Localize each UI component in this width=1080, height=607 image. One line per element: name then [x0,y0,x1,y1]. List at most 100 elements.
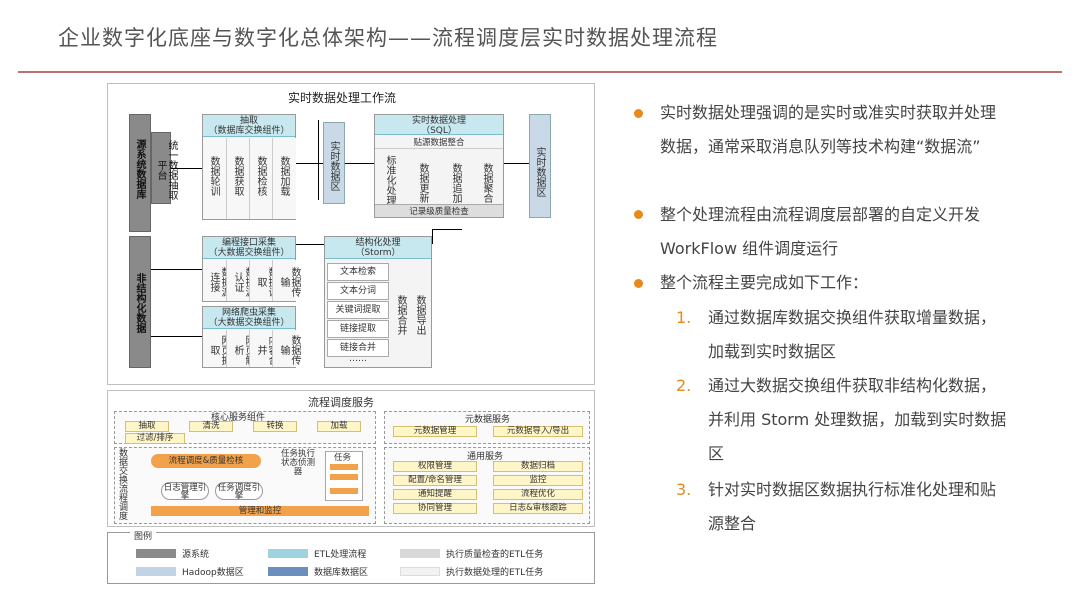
core-item: 转换 [253,421,297,432]
general-service: 通用服务 权限管理 数据归档 配置/命名管理 监控 通知提醒 流程优化 协同管理… [384,447,590,524]
meta-item: 元数据导入/导出 [493,426,583,437]
storm-item: 关键词提取 [327,301,389,319]
core-item: 过滤/排序 [125,433,185,444]
bullet-text: 整个流程主要完成如下工作： [660,273,869,292]
task-label: 任务 [334,453,352,463]
general-item: 流程优化 [493,489,583,500]
core-item: 抽取 [125,421,169,432]
unstructured-data: 非结构化数据 [129,236,151,368]
bullet-text: 整个处理流程由流程调度层部署的自定义开发 WorkFlow 组件调度运行 [660,205,981,258]
realtime-zone-left: 实时数据区 [323,122,345,204]
general-item: 通知提醒 [393,489,477,500]
arrow [345,163,374,164]
arrow [171,168,202,169]
legend-swatch [400,549,440,558]
service-title: 流程调度服务 [308,396,374,409]
legend-label: 执行数据处理的ETL任务 [446,568,544,578]
arrow [432,229,462,230]
general-item: 监控 [493,475,583,486]
general-item: 日志&审核跟踪 [493,503,583,514]
storm-box: 结构化处理（Storm） 文本检索 文本分词 关键词提取 链接提取 链接合并 …… [324,236,432,368]
task-executor: 任务执行状态侦测器 [281,449,316,477]
diagram-title: 实时数据处理工作流 [288,91,397,105]
arrow [318,120,319,200]
log-engine: 日志管理引擎 [161,482,209,500]
unstructured-label: 非结构化数据 [134,273,145,333]
general-item: 数据归档 [493,461,583,472]
sql-col: 标准化处理 [384,155,395,205]
arrow [504,163,529,164]
extract-col: 数据获取 [232,156,243,196]
api-col: 数据源认证 [232,267,254,297]
exchange-scheduler: 数据交换流程调度 流程调度&质量检核 日志管理引擎 任务调度引擎 任务执行状态侦… [114,447,376,524]
arrow [296,163,323,164]
sql-col: 数据追加 [450,163,461,203]
unified-label: 统一数据抽取平台 [155,139,177,200]
task-engine: 任务调度引擎 [215,482,263,500]
general-title: 通用服务 [467,452,504,462]
storm-merge: 数据合并 [395,295,406,335]
page-title: 企业数字化底座与数字化总体架构——流程调度层实时数据处理流程 [58,26,718,50]
sql-col: 数据聚合 [481,163,492,203]
realtime-zone-right: 实时数据区 [529,114,551,218]
title-divider [18,71,1062,73]
metadata-service: 元数据服务 元数据管理 元数据导入/导出 [384,411,590,444]
legend: 图例 源系统 ETL处理流程 执行质量检查的ETL任务 Hadoop数据区 数据… [107,529,595,584]
arrow [151,269,202,270]
crawler-col: 数据传输 [278,334,300,365]
storm-item: …… [349,354,367,364]
crawler-header: 网络爬虫采集（大数据交换组件） [203,307,295,329]
legend-label: Hadoop数据区 [182,568,244,578]
legend-swatch [136,567,176,576]
core-item: 加载 [317,421,361,432]
sql-box: 实时数据处理（SQL） 贴源数据整合 标准化处理 数据更新 数据追加 数据聚合 … [374,114,504,218]
realtime-left-label: 实时数据区 [328,141,339,191]
extract-col: 数据加载 [278,156,289,196]
storm-item: 文本检索 [327,263,389,281]
crawler-col: 网页解析 [232,335,254,365]
meta-title: 元数据服务 [465,415,511,425]
unified-extract: 统一数据抽取平台 [151,132,177,204]
storm-item: 文本分词 [327,282,389,300]
step-number: 1. [676,308,692,327]
extract-col: 数据检核 [255,156,266,196]
core-title: 核心服务组件 [211,413,266,423]
storm-item: 链接提取 [327,320,389,338]
step-text: 针对实时数据区数据执行标准化处理和贴源整合 [708,480,997,533]
api-col: 数据传输 [278,266,300,297]
legend-swatch [400,567,440,576]
meta-item: 元数据管理 [393,426,477,437]
storm-header: 结构化处理（Storm） [325,237,431,259]
api-col: 数据源连接 [208,266,230,297]
bullet-dot [634,109,643,118]
storm-item: 链接合并 [327,339,389,357]
extract-box: 抽取（数据库交换组件） 数据轮训 数据获取 数据检核 数据加载 [202,114,296,220]
arrow [151,336,202,337]
sql-col: 数据更新 [417,163,428,203]
api-box: 编程接口采集（大数据交换组件） 数据源连接 数据源认证 数据读取 数据传输 [202,236,300,302]
scheduler-service-panel: 流程调度服务 核心服务组件 抽取 清洗 转换 加载 过滤/排序 数据交换流程调度… [107,390,595,527]
legend-swatch [268,549,308,558]
bullet-text: 实时数据处理强调的是实时或准实时获取并处理数据，通常采取消息队列等技术构建“数据… [660,103,997,156]
legend-swatch [268,567,308,576]
bullet-dot [634,279,643,288]
legend-label: ETL处理流程 [314,550,367,560]
core-components: 核心服务组件 抽取 清洗 转换 加载 过滤/排序 [114,411,376,444]
crawler-box: 网络爬虫采集（大数据交换组件） 网页抓取 网页解析 内容合并 数据传输 [202,306,300,368]
source-db-label: 源系统数据库 [134,139,145,199]
legend-label: 数据库数据区 [314,568,369,578]
storm-export: 数据导出 [414,295,425,335]
mgmt-bar: 管理和监控 [151,506,369,516]
crawler-col: 网页抓取 [208,334,230,365]
api-col: 数据读取 [255,267,277,297]
arrow [296,244,324,245]
step-text: 通过数据库数据交换组件获取增量数据，加载到实时数据区 [708,308,997,361]
sql-header: 实时数据处理（SQL） [375,115,503,136]
api-header: 编程接口采集（大数据交换组件） [203,237,295,259]
realtime-workflow-diagram: 实时数据处理工作流 源系统数据库 统一数据抽取平台 抽取（数据库交换组件） 数据… [107,83,595,385]
extract-header: 抽取（数据库交换组件） [203,115,295,137]
crawler-col: 内容合并 [255,335,277,365]
general-item: 配置/命名管理 [393,475,477,486]
step-number: 3. [676,480,692,499]
legend-label: 执行质量检查的ETL任务 [446,550,544,560]
